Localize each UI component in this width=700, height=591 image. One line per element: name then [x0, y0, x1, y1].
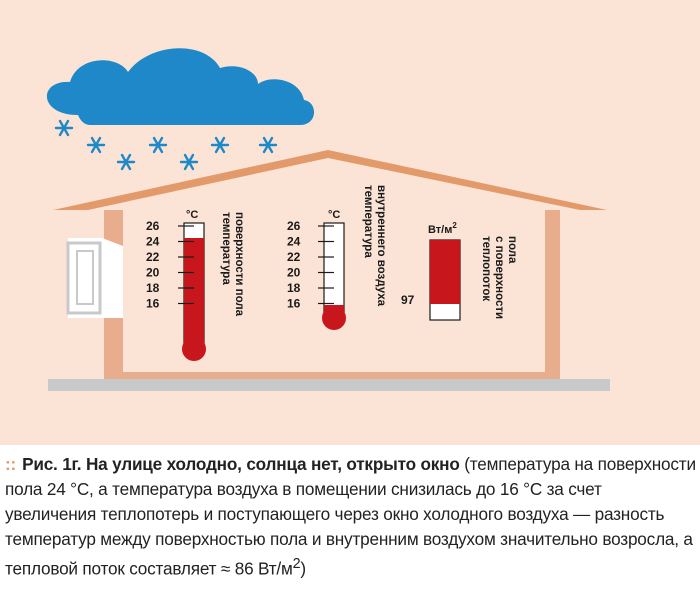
snowflake-icon	[258, 136, 278, 154]
thermometer-tick-label: 16	[287, 297, 301, 311]
thermometer-tick-label: 20	[146, 266, 160, 280]
svg-text:температура поверхности: температура поверхности пола	[220, 212, 245, 317]
snowflake-icon	[148, 136, 168, 154]
heat-flow-label-line2: с поверхности	[493, 236, 505, 319]
thermometer-label-line2: внутреннего воздуха	[375, 185, 387, 307]
figure-caption: ::Рис. 1г. На улице холодно, солнца нет,…	[5, 452, 697, 582]
svg-text:температура внутреннего: температура внутреннего воздуха	[362, 185, 387, 307]
snowflake-icon	[54, 119, 74, 137]
thermometer-label-line1: температура	[220, 212, 232, 285]
thermometer-tick-label: 22	[287, 250, 301, 264]
thermometer-tick-label: 16	[146, 297, 160, 311]
caption-text: (температура на поверхности пола 24 °C, …	[5, 454, 696, 579]
ground	[48, 379, 610, 391]
svg-text:теплопоток с поверхности: теплопоток с поверхности пола	[480, 236, 518, 322]
caption-tail: )	[300, 558, 306, 579]
thermometer-unit: °C	[328, 209, 340, 221]
thermometer-tick-label: 22	[146, 250, 160, 264]
thermometer-tick-label: 24	[287, 235, 301, 249]
thermometer-fill	[184, 238, 204, 343]
cloud-icon	[46, 48, 315, 125]
caption-bullet: ::	[5, 454, 17, 474]
thermometer-label-line1: температура	[362, 185, 374, 258]
caption-title: Рис. 1г. На улице холодно, солнца нет, о…	[22, 454, 460, 474]
house-roof	[53, 150, 607, 210]
snowflake-icon	[179, 153, 199, 171]
heat-flow-label-line3: пола	[506, 236, 518, 264]
heat-flow-unit: Вт/м	[428, 224, 452, 236]
open-window	[66, 238, 123, 318]
thermometer-unit: °C	[186, 209, 198, 221]
thermometer-ticks	[178, 225, 194, 305]
heat-flow-fill	[430, 240, 460, 304]
thermometer-tick-label: 26	[287, 219, 301, 233]
snowflake-icons	[54, 119, 278, 171]
svg-text:Вт/м2: Вт/м2	[428, 221, 457, 236]
snowflake-icon	[116, 153, 136, 171]
thermometer-label-line2: поверхности пола	[233, 212, 245, 317]
heat-flow-ref-value: 97	[401, 293, 415, 307]
heat-flow-gauge: Вт/м2 97 теплопоток с поверхности пола	[401, 221, 518, 322]
thermometer-tick-label: 18	[146, 281, 160, 295]
snowflake-icon	[86, 136, 106, 154]
thermometer-tick-label: 26	[146, 219, 160, 233]
thermometer-tick-label: 24	[146, 235, 160, 249]
thermometer-ticks	[318, 225, 334, 305]
thermometer-tick-label: 20	[287, 266, 301, 280]
caption-sup: 2	[292, 556, 301, 572]
heat-flow-label-line1: теплопоток	[480, 236, 492, 301]
thermometer-tick-label: 18	[287, 281, 301, 295]
heat-flow-unit-sup: 2	[452, 221, 457, 230]
snowflake-icon	[210, 136, 230, 154]
